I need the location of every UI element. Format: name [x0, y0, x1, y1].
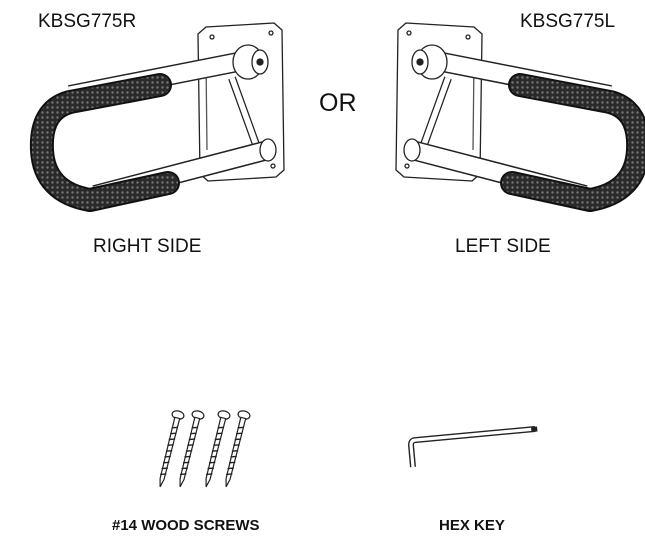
left-model-code: KBSG775L	[520, 11, 616, 32]
wood-screw-icon	[159, 410, 251, 488]
hex-key-icon	[408, 426, 538, 468]
right-side-label: RIGHT SIDE	[93, 236, 202, 257]
right-model-code: KBSG775R	[38, 11, 137, 32]
hex-key-label: HEX KEY	[439, 517, 505, 534]
wood-screws-label: #14 WOOD SCREWS	[112, 517, 260, 534]
or-separator: OR	[319, 89, 357, 117]
left-side-label: LEFT SIDE	[455, 236, 551, 257]
